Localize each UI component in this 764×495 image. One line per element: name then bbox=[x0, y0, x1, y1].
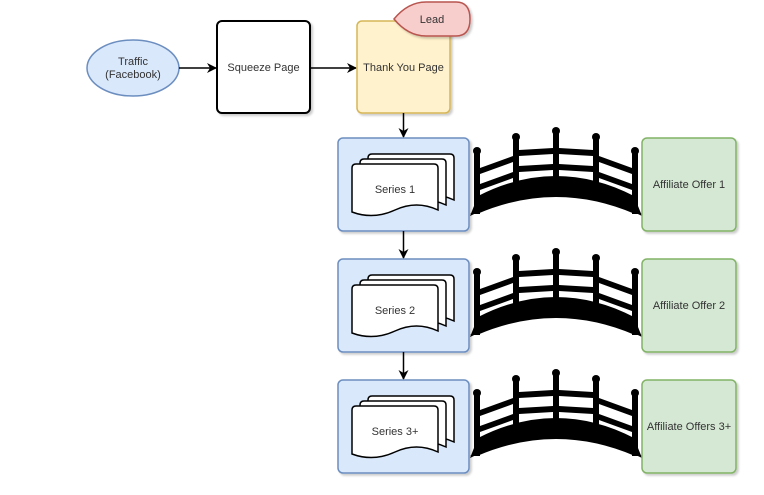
thank-you-page-node[interactable]: Thank You Page bbox=[356, 20, 451, 114]
document-page bbox=[351, 284, 439, 338]
series-node[interactable]: Series 3+ bbox=[337, 379, 470, 474]
affiliate-offer-box bbox=[641, 379, 737, 474]
lead-shape bbox=[393, 1, 471, 37]
affiliate-offer-label: Affiliate Offers 3+ bbox=[647, 421, 731, 433]
affiliate-offer-node[interactable]: Affiliate Offer 2 bbox=[641, 258, 737, 353]
series-node[interactable]: Series 2 bbox=[337, 258, 470, 353]
squeeze-page-label: Squeeze Page bbox=[227, 62, 299, 74]
bridge-icon bbox=[470, 127, 642, 216]
affiliate-offer-node[interactable]: Affiliate Offer 1 bbox=[641, 137, 737, 232]
bridge-icon bbox=[470, 369, 642, 458]
traffic-node[interactable]: Traffic (Facebook) bbox=[86, 39, 180, 97]
documents-icon bbox=[351, 274, 455, 338]
squeeze-page-box bbox=[216, 20, 311, 114]
affiliate-offer-box bbox=[641, 137, 737, 232]
traffic-ellipse bbox=[86, 39, 180, 97]
document-page bbox=[351, 405, 439, 459]
document-page bbox=[351, 163, 439, 217]
series-label: Series 3+ bbox=[372, 426, 419, 438]
series-node[interactable]: Series 1 bbox=[337, 137, 470, 232]
thank-you-page-label: Thank You Page bbox=[363, 62, 444, 74]
documents-icon bbox=[351, 395, 455, 459]
affiliate-offer-node[interactable]: Affiliate Offers 3+ bbox=[641, 379, 737, 474]
traffic-label-line1: Traffic bbox=[118, 56, 148, 68]
affiliate-offer-label: Affiliate Offer 2 bbox=[653, 300, 725, 312]
lead-node[interactable]: Lead bbox=[393, 1, 471, 37]
traffic-label-line2: (Facebook) bbox=[105, 69, 161, 81]
affiliate-offer-label: Affiliate Offer 1 bbox=[653, 179, 725, 191]
series-row: Series 2 Affiliate Offer 2 bbox=[337, 248, 737, 380]
documents-icon bbox=[351, 153, 455, 217]
squeeze-page-node[interactable]: Squeeze Page bbox=[216, 20, 311, 114]
series-row: Series 1 Affiliate Offer 1 bbox=[337, 127, 737, 259]
series-label: Series 1 bbox=[375, 184, 415, 196]
series-label: Series 2 bbox=[375, 305, 415, 317]
series-row: Series 3+ Affiliate Offers 3+ bbox=[337, 369, 737, 474]
affiliate-offer-box bbox=[641, 258, 737, 353]
bridge-icon bbox=[470, 248, 642, 337]
lead-label: Lead bbox=[420, 14, 444, 26]
